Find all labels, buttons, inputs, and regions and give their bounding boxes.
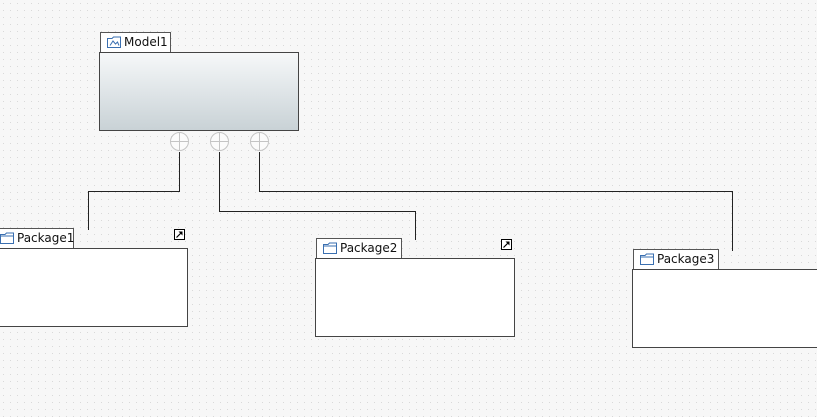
containment-line-package1[interactable] bbox=[88, 152, 180, 230]
model-tab[interactable]: Model1 bbox=[100, 32, 171, 52]
containment-anchor-icon[interactable] bbox=[170, 132, 189, 151]
package-name: Package2 bbox=[340, 241, 398, 255]
shortcut-arrow-icon[interactable] bbox=[174, 229, 185, 240]
shortcut-arrow-icon[interactable] bbox=[501, 239, 512, 250]
package-body[interactable] bbox=[315, 258, 515, 337]
containment-anchor-icon[interactable] bbox=[250, 132, 269, 151]
package-folder-icon bbox=[0, 232, 14, 244]
containment-line-package3[interactable] bbox=[259, 152, 733, 251]
package-name: Package3 bbox=[657, 252, 715, 266]
package-name: Package1 bbox=[17, 231, 75, 245]
model-folder-icon bbox=[107, 36, 121, 48]
model-body[interactable] bbox=[99, 52, 299, 131]
package-folder-icon bbox=[323, 242, 337, 254]
package-tab[interactable]: Package1 bbox=[0, 228, 74, 248]
package-body[interactable] bbox=[632, 269, 817, 348]
containment-line-package2[interactable] bbox=[219, 152, 416, 240]
package-tab[interactable]: Package3 bbox=[633, 249, 719, 269]
containment-anchor-icon[interactable] bbox=[210, 132, 229, 151]
package-tab[interactable]: Package2 bbox=[316, 238, 402, 258]
package-body[interactable] bbox=[0, 248, 188, 327]
package-folder-icon bbox=[640, 253, 654, 265]
model-name: Model1 bbox=[124, 35, 168, 49]
